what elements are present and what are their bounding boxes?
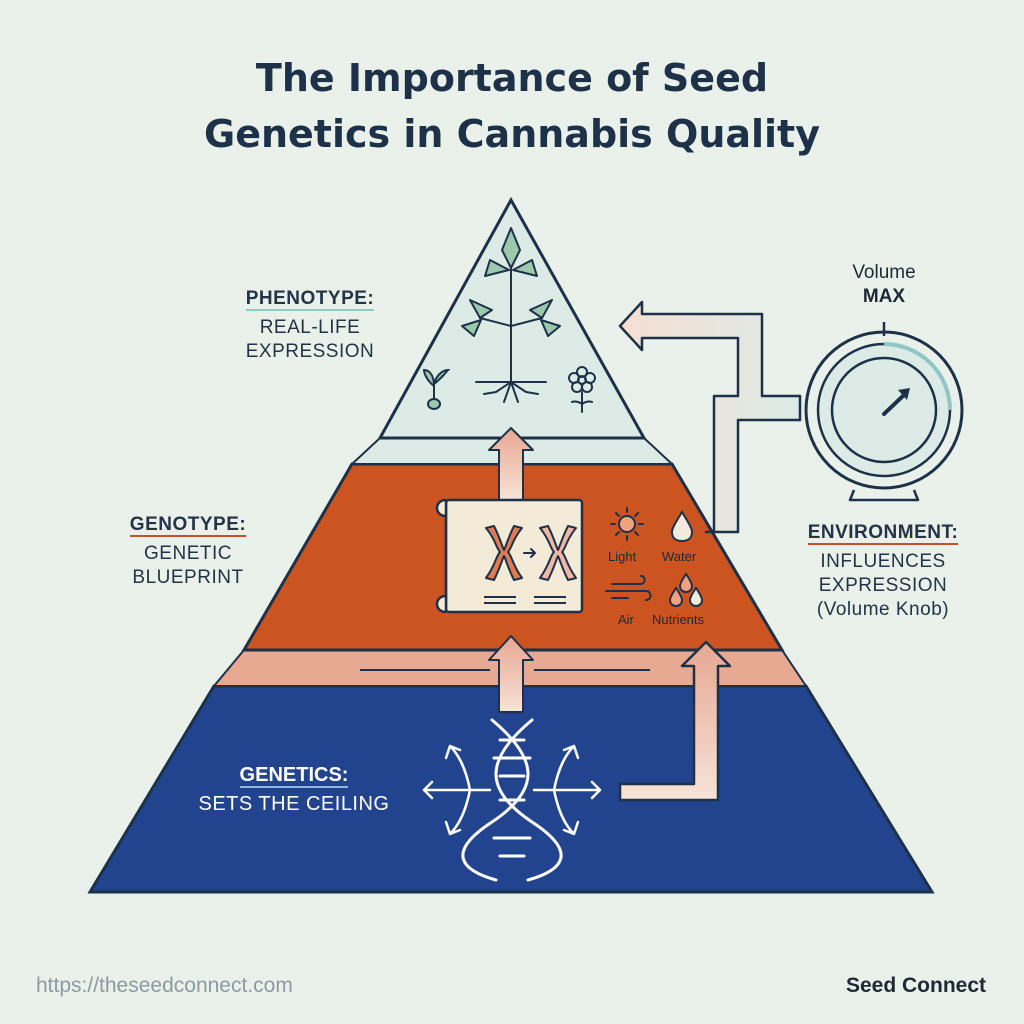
genotype-up-arrow — [488, 635, 534, 713]
footer-brand: Seed Connect — [845, 974, 986, 997]
phenotype-heading: PHENOTYPE: — [245, 288, 375, 311]
environment-line-1: INFLUENCES — [820, 551, 946, 572]
factor-light-label: Light — [608, 549, 637, 564]
phenotype-label: PHENOTYPE: REAL-LIFE EXPRESSION — [220, 288, 400, 364]
water-drop-icon — [670, 510, 694, 543]
phenotype-up-arrow — [488, 427, 534, 501]
radiating-arrows-right-icon — [532, 744, 602, 836]
genotype-label: GENOTYPE: GENETIC BLUEPRINT — [108, 514, 268, 590]
sprout-icon — [422, 368, 451, 410]
phenotype-line-2: EXPRESSION — [245, 341, 375, 362]
environment-line-3: (Volume Knob) — [816, 599, 950, 620]
title-line-1: The Importance of Seed — [255, 56, 769, 100]
environment-feedback-arrow — [618, 300, 802, 534]
sun-icon — [610, 507, 644, 541]
factor-air-label: Air — [618, 612, 634, 627]
genetics-heading: GENETICS: — [239, 764, 349, 788]
genetics-environment-arrow — [618, 640, 732, 802]
knob-title: Volume — [852, 262, 916, 283]
genetics-line-1: SETS THE CEILING — [198, 793, 390, 815]
factor-water-label: Water — [662, 549, 697, 564]
nutrients-icon — [668, 572, 704, 608]
cannabis-plant-icon — [461, 227, 561, 403]
environment-label: ENVIRONMENT: INFLUENCES EXPRESSION (Volu… — [780, 522, 986, 622]
title-line-2: Genetics in Cannabis Quality — [204, 112, 820, 156]
volume-knob-icon — [804, 322, 964, 502]
genotype-line-1: GENETIC — [144, 543, 232, 564]
arrow-right-icon — [523, 548, 537, 558]
dna-helix-icon — [461, 718, 563, 882]
genotype-heading: GENOTYPE: — [129, 514, 247, 537]
factor-nutrients-label: Nutrients — [652, 612, 705, 627]
environment-heading: ENVIRONMENT: — [807, 522, 959, 545]
knob-label: Volume MAX — [814, 262, 954, 308]
flower-icon — [568, 366, 596, 413]
phenotype-line-1: REAL-LIFE — [259, 317, 361, 338]
knob-value: MAX — [862, 286, 906, 307]
radiating-arrows-left-icon — [422, 744, 492, 836]
footer-url[interactable]: https://theseedconnect.com — [36, 974, 293, 997]
wind-icon — [605, 575, 652, 601]
genetics-label: GENETICS: SETS THE CEILING — [176, 764, 412, 816]
environment-line-2: EXPRESSION — [818, 575, 948, 596]
genotype-line-2: BLUEPRINT — [132, 567, 244, 588]
page-title: The Importance of Seed Genetics in Canna… — [0, 50, 1024, 162]
chromosome-icon — [485, 525, 577, 581]
